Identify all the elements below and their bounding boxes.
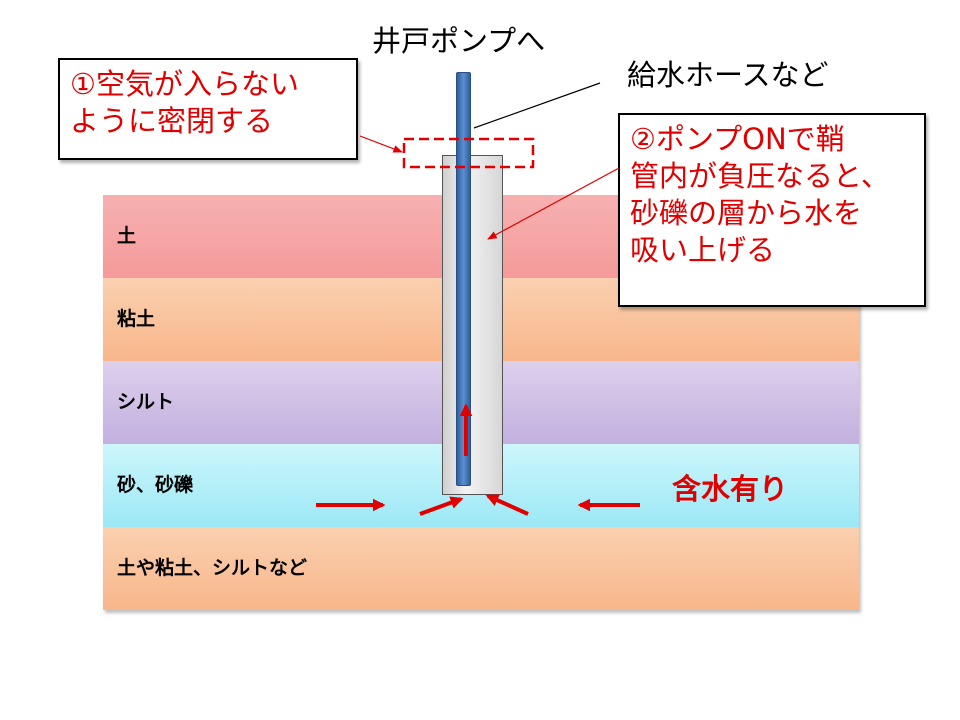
pressure-note-line1: ②ポンプONで鞘: [630, 122, 845, 156]
hose-leader-line: [473, 82, 601, 129]
pressure-pointer-arrow: [487, 167, 620, 240]
pressure-note-line2: 管内が負圧なると、: [630, 159, 890, 193]
water-label: 含水有り: [672, 472, 789, 506]
seal-note: ①空気が入らない ように密閉する: [58, 58, 358, 160]
layer-clay-label: 粘土: [117, 308, 156, 330]
hose-label: 給水ホースなど: [627, 58, 829, 92]
pressure-note-line4: 吸い上げる: [630, 233, 776, 267]
layer-soil-label: 土: [117, 225, 137, 247]
seal-note-line1: ①空気が入らない: [70, 67, 299, 101]
inflow-arrow-left-diagonal: [419, 496, 464, 516]
seal-dashed-box: [402, 137, 535, 169]
layer-silt-label: シルト: [117, 391, 175, 413]
well-casing: [442, 155, 503, 495]
pressure-note-line3: 砂礫の層から水を: [630, 196, 863, 230]
suction-pipe: [456, 72, 471, 486]
layer-sand-gravel-label: 砂、砂礫: [117, 474, 194, 496]
layer-mixed-label: 土や粘土、シルトなど: [117, 557, 308, 579]
seal-pointer-arrow: [359, 135, 403, 153]
seal-note-line2: ように密閉する: [70, 104, 274, 138]
pressure-note: ②ポンプONで鞘 管内が負圧なると、 砂礫の層から水を 吸い上げる: [618, 113, 926, 307]
inflow-arrow-right-diagonal: [485, 494, 529, 516]
pump-label: 井戸ポンプへ: [372, 24, 546, 58]
layer-mixed: 土や粘土、シルトなど: [103, 527, 859, 610]
